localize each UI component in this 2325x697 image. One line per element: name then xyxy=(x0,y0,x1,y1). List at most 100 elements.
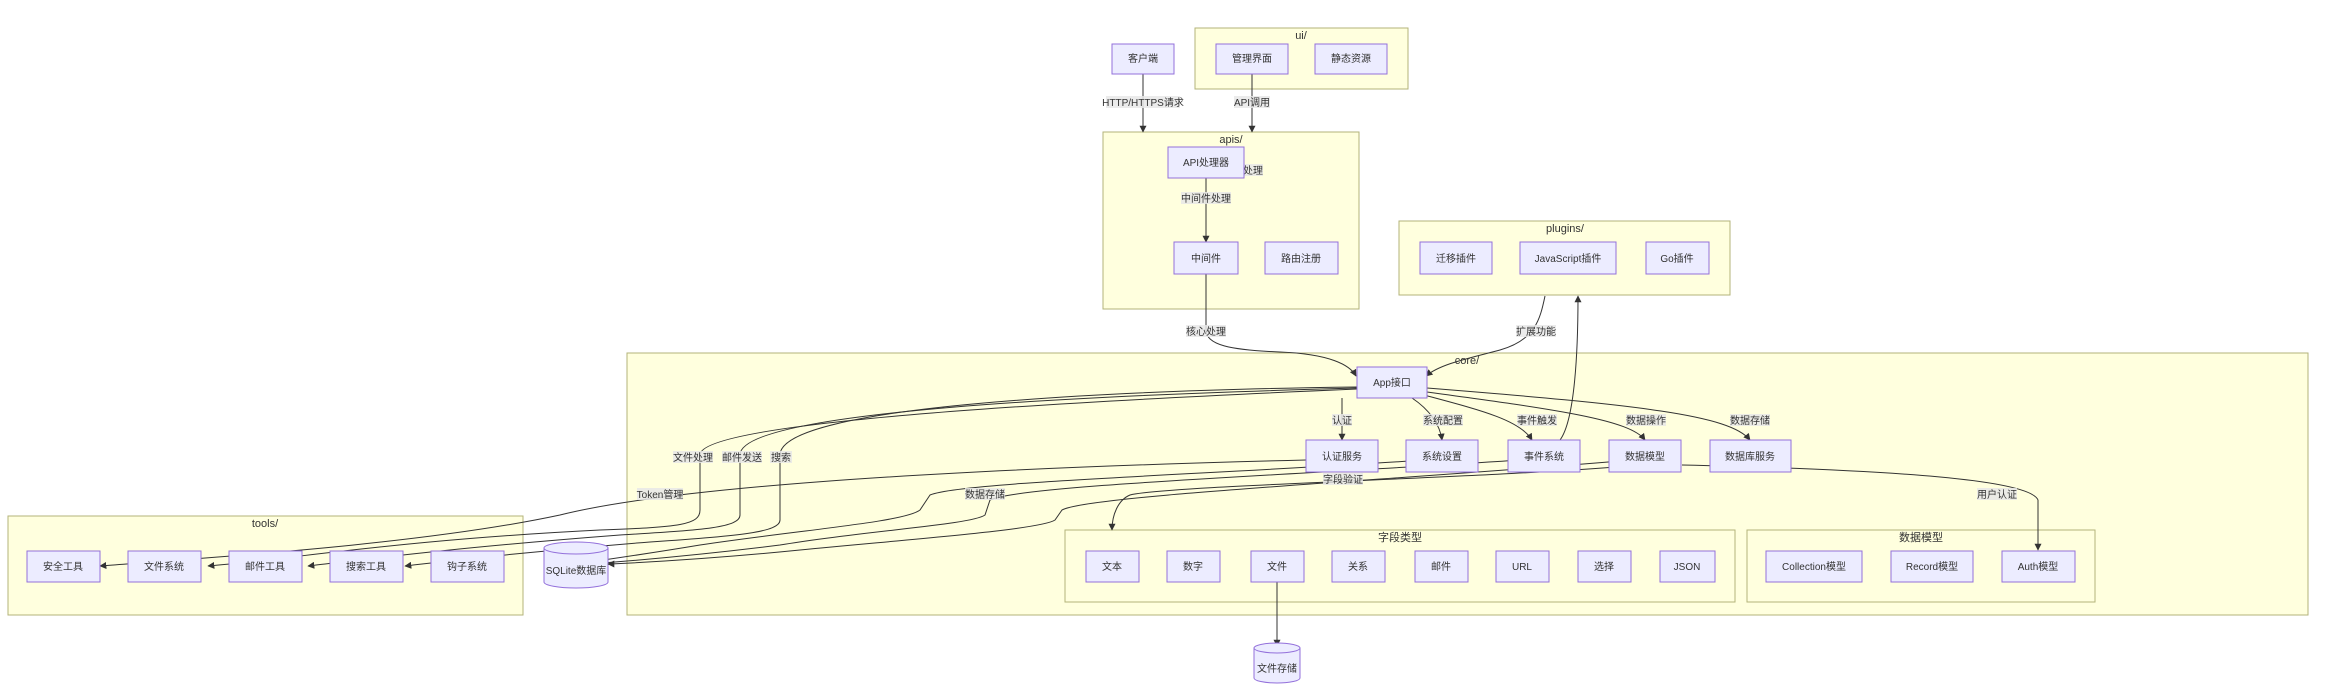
cluster-field-types: 字段类型 xyxy=(1064,529,1736,603)
edge-label-search: 搜索 xyxy=(771,451,791,464)
edge-label-sys-config: 系统配置 xyxy=(1423,414,1463,427)
svg-text:Auth模型: Auth模型 xyxy=(2018,560,2059,573)
node-js-plugin[interactable]: JavaScript插件 xyxy=(1519,241,1617,275)
edge-label-field-validate: 字段验证 xyxy=(1323,473,1363,486)
edge-app-to-dbservice xyxy=(1426,387,1751,441)
node-sqlite-db[interactable]: SQLite数据库 xyxy=(543,541,609,589)
svg-text:文件存储: 文件存储 xyxy=(1257,662,1297,675)
svg-text:Collection模型: Collection模型 xyxy=(1782,560,1846,573)
edge-app-to-mail xyxy=(307,387,1358,569)
edge-label-handle: 处理 xyxy=(1243,165,1263,177)
node-system-settings[interactable]: 系统设置 xyxy=(1405,439,1479,473)
node-data-model[interactable]: 数据模型 xyxy=(1608,439,1682,473)
edge-data-to-sqlite-1 xyxy=(561,460,1411,569)
svg-text:数据库服务: 数据库服务 xyxy=(1725,450,1775,463)
svg-text:邮件: 邮件 xyxy=(1431,560,1451,573)
node-migrate-plugin[interactable]: 迁移插件 xyxy=(1419,241,1493,275)
node-static-assets[interactable]: 静态资源 xyxy=(1314,43,1388,75)
edge-label-api-call: API调用 xyxy=(1234,97,1270,109)
edge-app-to-events xyxy=(1423,394,1533,441)
svg-text:系统设置: 系统设置 xyxy=(1422,450,1462,463)
cluster-core-title: core/ xyxy=(1455,355,1480,367)
node-go-plugin[interactable]: Go插件 xyxy=(1645,241,1710,275)
edge-labels: HTTP/HTTPS请求 API调用 处理 中间件处理 核心处理 扩展功能 认证… xyxy=(637,96,2017,501)
svg-text:API处理器: API处理器 xyxy=(1183,157,1229,169)
edge-app-to-search xyxy=(404,386,1358,569)
edge-label-core-handle: 核心处理 xyxy=(1186,325,1226,338)
node-admin-ui[interactable]: 管理界面 xyxy=(1215,43,1289,75)
cluster-apis-title: apis/ xyxy=(1219,134,1243,146)
edge-plugins-to-app xyxy=(1425,295,1546,377)
cluster-data-models-title: 数据模型 xyxy=(1899,530,1943,544)
edge-label-mail-send: 邮件发送 xyxy=(722,451,762,464)
svg-text:搜索工具: 搜索工具 xyxy=(346,560,386,573)
svg-text:认证服务: 认证服务 xyxy=(1322,450,1362,463)
node-ft-json[interactable]: JSON xyxy=(1659,550,1716,583)
svg-text:关系: 关系 xyxy=(1348,560,1368,573)
node-hook-system[interactable]: 钩子系统 xyxy=(430,550,505,583)
edge-label-data-store-2: 数据存储 xyxy=(965,488,1005,501)
node-record-model[interactable]: Record模型 xyxy=(1890,550,1974,583)
svg-text:事件系统: 事件系统 xyxy=(1524,450,1564,463)
edge-middleware-to-app xyxy=(1205,274,1357,377)
svg-text:数据模型: 数据模型 xyxy=(1625,450,1665,463)
edge-label-token-mgmt: Token管理 xyxy=(637,488,684,501)
node-db-service[interactable]: 数据库服务 xyxy=(1709,439,1792,473)
svg-text:钩子系统: 钩子系统 xyxy=(447,560,487,573)
svg-text:URL: URL xyxy=(1512,562,1532,573)
svg-text:JSON: JSON xyxy=(1674,562,1701,573)
node-auth-service[interactable]: 认证服务 xyxy=(1305,439,1379,473)
svg-text:Go插件: Go插件 xyxy=(1660,252,1693,265)
svg-text:App接口: App接口 xyxy=(1373,376,1411,389)
node-collection-model[interactable]: Collection模型 xyxy=(1765,550,1863,583)
node-app-interface[interactable]: App接口 xyxy=(1356,366,1428,399)
svg-text:数字: 数字 xyxy=(1183,560,1203,573)
cluster-tools-title: tools/ xyxy=(252,518,279,530)
edge-label-event-trigger: 事件触发 xyxy=(1517,414,1557,427)
node-client[interactable]: 客户端 xyxy=(1111,43,1175,75)
node-ft-number[interactable]: 数字 xyxy=(1166,550,1221,583)
svg-text:JavaScript插件: JavaScript插件 xyxy=(1535,252,1602,265)
svg-text:文件: 文件 xyxy=(1267,560,1287,573)
edge-label-http: HTTP/HTTPS请求 xyxy=(1102,96,1184,109)
svg-text:迁移插件: 迁移插件 xyxy=(1436,252,1476,265)
svg-text:静态资源: 静态资源 xyxy=(1331,52,1371,65)
svg-text:路由注册: 路由注册 xyxy=(1281,252,1321,265)
cluster-ui-title: ui/ xyxy=(1295,30,1308,42)
svg-text:Record模型: Record模型 xyxy=(1906,560,1958,573)
node-search-tools[interactable]: 搜索工具 xyxy=(329,550,404,583)
node-file-storage[interactable]: 文件存储 xyxy=(1253,642,1301,684)
edge-label-data-store-1: 数据存储 xyxy=(1730,414,1770,427)
svg-text:文件系统: 文件系统 xyxy=(144,560,184,573)
node-api-handler[interactable]: API处理器 xyxy=(1167,146,1245,179)
edge-data-to-sqlite-2 xyxy=(561,459,1521,570)
node-ft-select[interactable]: 选择 xyxy=(1577,550,1632,583)
edge-label-auth: 认证 xyxy=(1332,414,1352,427)
svg-text:选择: 选择 xyxy=(1594,560,1614,573)
node-middleware[interactable]: 中间件 xyxy=(1173,241,1239,275)
svg-text:客户端: 客户端 xyxy=(1128,52,1158,65)
cluster-field-types-title: 字段类型 xyxy=(1378,530,1422,544)
edge-events-to-plugins xyxy=(1559,295,1582,441)
node-ft-url[interactable]: URL xyxy=(1495,550,1550,583)
edge-label-extend: 扩展功能 xyxy=(1516,325,1556,338)
edge-label-file-handle: 文件处理 xyxy=(673,451,713,464)
svg-text:安全工具: 安全工具 xyxy=(43,560,83,573)
node-security-tools[interactable]: 安全工具 xyxy=(26,550,101,583)
node-route-register[interactable]: 路由注册 xyxy=(1264,241,1339,275)
node-event-system[interactable]: 事件系统 xyxy=(1507,439,1581,473)
node-auth-model[interactable]: Auth模型 xyxy=(2001,550,2076,583)
node-ft-relation[interactable]: 关系 xyxy=(1331,550,1386,583)
node-ft-file[interactable]: 文件 xyxy=(1250,550,1305,583)
node-ft-email[interactable]: 邮件 xyxy=(1414,550,1469,583)
edge-app-to-filesystem xyxy=(207,388,1358,569)
svg-text:邮件工具: 邮件工具 xyxy=(245,560,285,573)
edge-label-user-auth: 用户认证 xyxy=(1977,488,2017,501)
svg-text:SQLite数据库: SQLite数据库 xyxy=(546,564,607,577)
svg-text:文本: 文本 xyxy=(1102,560,1122,573)
node-mail-tools[interactable]: 邮件工具 xyxy=(228,550,303,583)
node-ft-text[interactable]: 文本 xyxy=(1085,550,1140,583)
node-file-system[interactable]: 文件系统 xyxy=(127,550,202,583)
cluster-plugins-title: plugins/ xyxy=(1546,223,1585,235)
